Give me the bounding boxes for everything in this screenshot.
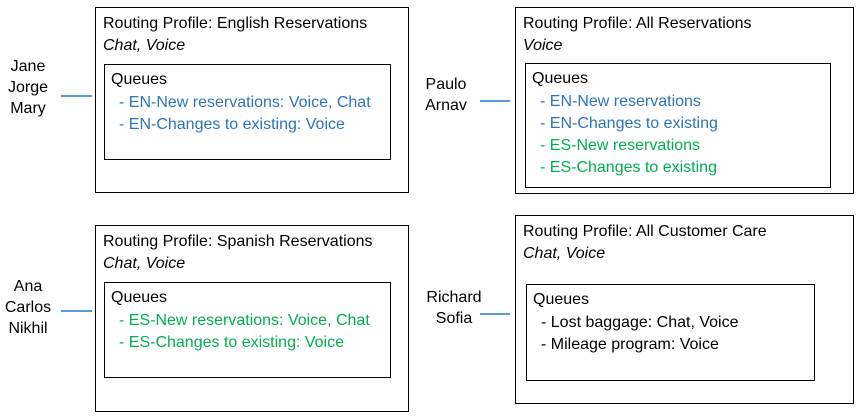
queue-list: - Lost baggage: Chat, Voice - Mileage pro… (541, 312, 738, 356)
routing-profile-label: Routing Profile: (103, 15, 213, 32)
routing-profile-box: Routing Profile: All Customer Care Chat,… (515, 215, 854, 404)
connector-line (61, 95, 92, 97)
connector-line (480, 313, 510, 315)
routing-profile-channels: Voice (523, 37, 563, 54)
queue-item: - ES-New reservations (540, 137, 701, 154)
user-name: Richard (426, 289, 482, 306)
queues-title: Queues (533, 291, 590, 308)
queues-box: Queues - EN-New reservations - EN-Changes… (525, 63, 831, 188)
routing-profile-channels: Chat, Voice (103, 255, 186, 272)
queues-title: Queues (111, 71, 168, 88)
routing-profile-box: Routing Profile: All Reservations Voice … (515, 7, 854, 194)
routing-profile-title: Routing Profile: Spanish Reservations (103, 231, 372, 252)
user-name: Jane (10, 58, 46, 75)
user-list-english: Jane Jorge Mary (2, 56, 54, 119)
routing-profile-box: Routing Profile: Spanish Reservations Ch… (95, 225, 409, 412)
routing-profile-channels: Chat, Voice (103, 37, 186, 54)
user-name: Carlos (4, 299, 52, 316)
queues-title: Queues (111, 289, 168, 306)
queue-item: - Mileage program: Voice (541, 336, 719, 353)
routing-profile-label: Routing Profile: (103, 233, 213, 250)
user-name: Ana (13, 278, 43, 295)
routing-profile-title: Routing Profile: All Customer Care (523, 221, 767, 242)
user-name: Sofia (435, 310, 473, 327)
queue-item: - EN-New reservations: Voice, Chat (119, 94, 371, 111)
routing-profile-name: All Reservations (635, 15, 752, 32)
queue-item: - ES-Changes to existing: Voice (119, 334, 345, 351)
routing-profile-channels: Chat, Voice (523, 245, 606, 262)
queues-title: Queues (532, 70, 589, 87)
queue-list: - EN-New reservations - EN-Changes to exi… (540, 91, 718, 179)
queue-item: - EN-New reservations (540, 93, 701, 110)
user-name: Mary (10, 100, 46, 117)
queue-list: - EN-New reservations: Voice, Chat - EN-C… (119, 92, 371, 136)
user-name: Nikhil (8, 320, 48, 337)
user-list-spanish: Ana Carlos Nikhil (0, 276, 56, 339)
routing-profile-label: Routing Profile: (523, 15, 633, 32)
routing-profile-title: Routing Profile: All Reservations (523, 13, 752, 34)
connector-line (480, 100, 510, 102)
queue-item: - EN-Changes to existing (540, 115, 718, 132)
queue-item: - EN-Changes to existing: Voice (119, 116, 345, 133)
routing-profile-label: Routing Profile: (523, 223, 633, 240)
queues-box: Queues - ES-New reservations: Voice, Cha… (104, 282, 391, 378)
user-name: Arnav (425, 97, 467, 114)
routing-profile-title: Routing Profile: English Reservations (103, 13, 367, 34)
queues-box: Queues - Lost baggage: Chat, Voice - Mile… (526, 284, 815, 381)
user-name: Paulo (425, 76, 467, 93)
routing-profile-box: Routing Profile: English Reservations Ch… (95, 7, 409, 193)
routing-profile-name: All Customer Care (635, 223, 767, 240)
queue-item: - Lost baggage: Chat, Voice (541, 314, 739, 331)
connector-line (61, 310, 92, 312)
queue-list: - ES-New reservations: Voice, Chat - ES-C… (119, 310, 370, 354)
routing-profile-name: English Reservations (216, 15, 368, 32)
user-list-all-reservations: Paulo Arnav (420, 74, 472, 116)
queue-item: - ES-Changes to existing (540, 159, 717, 176)
user-name: Jorge (7, 79, 49, 96)
user-list-customer-care: Richard Sofia (418, 287, 490, 329)
queues-box: Queues - EN-New reservations: Voice, Cha… (104, 64, 391, 160)
queue-item: - ES-New reservations: Voice, Chat (119, 312, 370, 329)
routing-profile-name: Spanish Reservations (216, 233, 373, 250)
